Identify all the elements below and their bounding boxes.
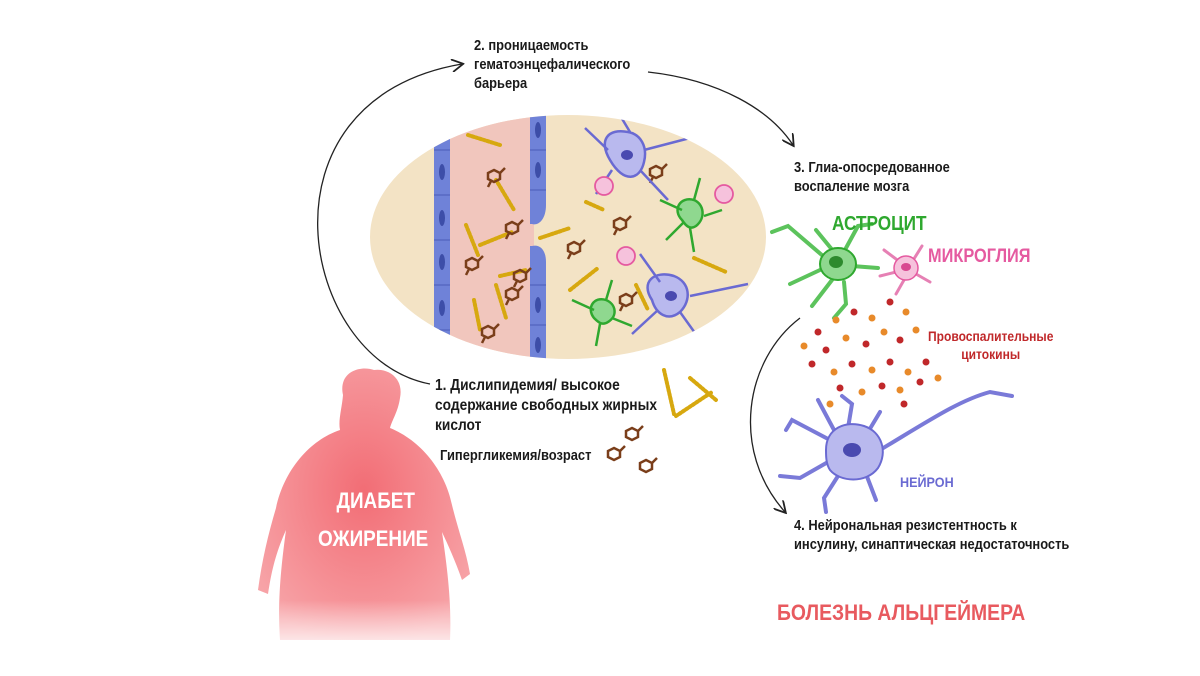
neuron-cell bbox=[778, 389, 1014, 514]
step2-line2: гематоэнцефалического bbox=[474, 56, 631, 73]
arrow-3-to-4 bbox=[749, 317, 801, 512]
cytokines-line1: Провоспалительные bbox=[928, 328, 1054, 344]
step3-line2: воспаление мозга bbox=[794, 178, 910, 195]
step4-label: 4. Нейрональная резистентность к инсулин… bbox=[794, 516, 1069, 554]
step3-line1: 3. Глиа-опосредованное bbox=[794, 159, 950, 176]
flow-arrows bbox=[317, 64, 801, 512]
person-line2: ОЖИРЕНИЕ bbox=[318, 526, 429, 551]
step1-line1: 1. Дислипидемия/ высокое bbox=[435, 377, 620, 394]
step4-line2: инсулину, синаптическая недостаточность bbox=[794, 536, 1070, 553]
person-line1: ДИАБЕТ bbox=[336, 488, 415, 513]
step1-line2: содержание свободных жирных bbox=[435, 397, 657, 414]
arrow-1-to-2 bbox=[317, 64, 462, 385]
astrocyte-label: АСТРОЦИТ bbox=[832, 213, 927, 235]
glucose-molecules bbox=[464, 163, 668, 344]
step1b-label: Гипергликемия/возраст bbox=[440, 447, 592, 464]
ellipse-astrocytes bbox=[571, 177, 723, 347]
neuron-label: НЕЙРОН bbox=[900, 474, 954, 490]
person-silhouette bbox=[240, 368, 480, 650]
step1-molecules bbox=[606, 368, 718, 474]
arrow-2-to-3 bbox=[647, 71, 793, 145]
right-vessel-wall bbox=[530, 115, 546, 359]
step2-line1: 2. проницаемость bbox=[474, 37, 589, 54]
astrocyte-cell bbox=[770, 222, 880, 320]
microglia-cell bbox=[878, 244, 932, 296]
cytokine-dots bbox=[800, 298, 942, 408]
step3-label: 3. Глиа-опосредованное воспаление мозга bbox=[794, 158, 950, 196]
step1-label: 1. Дислипидемия/ высокое содержание своб… bbox=[435, 376, 657, 436]
person-label: ДИАБЕТ ОЖИРЕНИЕ bbox=[318, 482, 428, 558]
ellipse-neuron-nuclei bbox=[621, 150, 677, 301]
disease-label: БОЛЕЗНЬ АЛЬЦГЕЙМЕРА bbox=[777, 600, 1026, 625]
step4-line1: 4. Нейрональная резистентность к bbox=[794, 517, 1017, 534]
step1-line3: кислот bbox=[435, 417, 482, 434]
step2-label: 2. проницаемость гематоэнцефалического б… bbox=[474, 36, 630, 93]
step2-line3: барьера bbox=[474, 75, 528, 92]
ellipse-microglia bbox=[594, 176, 734, 266]
cytokines-label: Провоспалительные цитокины bbox=[928, 327, 1053, 363]
bbb-ellipse bbox=[370, 115, 766, 359]
cytokines-line2: цитокины bbox=[961, 346, 1021, 362]
left-vessel-wall bbox=[434, 115, 450, 359]
vessel-lumen bbox=[448, 115, 534, 359]
microglia-label: МИКРОГЛИЯ bbox=[928, 246, 1031, 267]
